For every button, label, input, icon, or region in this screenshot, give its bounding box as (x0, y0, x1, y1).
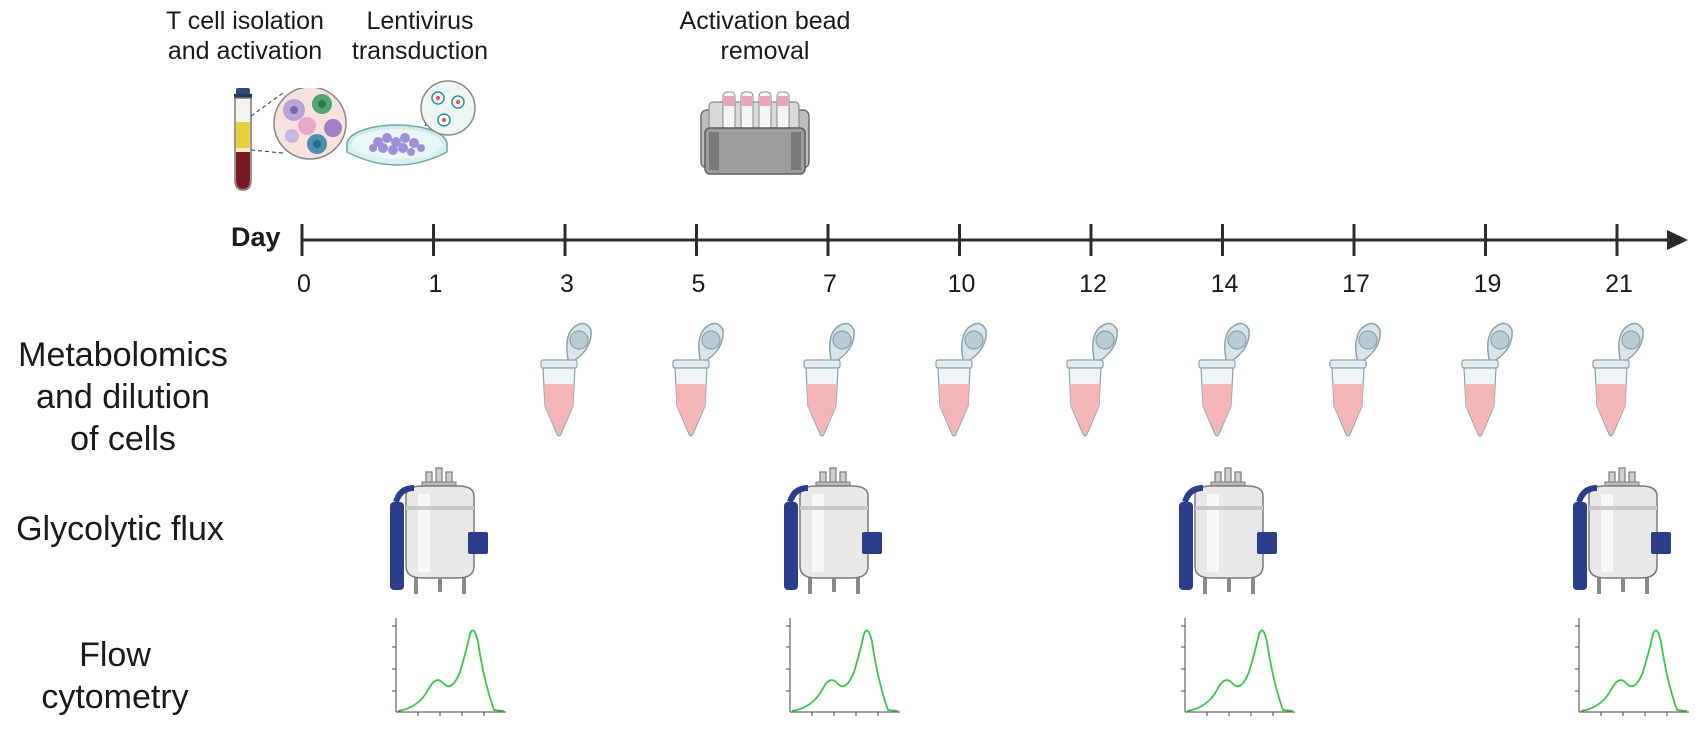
timeline-tick-label: 17 (1342, 270, 1370, 298)
bioreactor-icon (1171, 466, 1283, 600)
bioreactor-icon (776, 466, 888, 600)
event-label-line: and activation (167, 37, 323, 65)
timeline-tick-label: 7 (823, 270, 837, 298)
magnetic-separator-icon (700, 91, 810, 175)
blood-tube-icon (234, 88, 347, 191)
row-label-glycolytic-flux: Glycolytic flux (0, 508, 240, 550)
event-label-line: transduction (351, 37, 489, 65)
timeline-tick-label: 10 (947, 270, 976, 298)
timeline-arrowhead (1667, 230, 1688, 250)
timeline-tick-label: 19 (1473, 270, 1502, 298)
row-label-line: and dilution (36, 378, 210, 416)
microcentrifuge-tube-icon (1059, 320, 1123, 440)
timeline-tick-label: 3 (560, 270, 574, 298)
timeline-tick-label: 5 (691, 270, 706, 298)
timeline-axis-label: Day (231, 222, 281, 252)
timeline-tick-label: 14 (1210, 270, 1239, 298)
event-label-tcell: T cell isolation and activation (160, 6, 330, 66)
histogram-icon (1557, 612, 1693, 730)
row-label-line: cytometry (41, 678, 189, 716)
histogram-icon (374, 612, 510, 730)
microcentrifuge-tube-icon (1191, 320, 1255, 440)
row-label-line: of cells (70, 420, 176, 458)
timeline-tick-label: 1 (428, 270, 443, 298)
event-label-bead-removal: Activation bead removal (655, 6, 875, 66)
petri-dish-icon (346, 80, 476, 166)
row-label-metabolomics: Metabolomics and dilution of cells (0, 334, 246, 460)
histogram-icon (768, 612, 904, 730)
microcentrifuge-tube-icon (1322, 320, 1386, 440)
histogram-icon (1163, 612, 1299, 730)
timeline-tick-label: 21 (1605, 270, 1633, 298)
bioreactor-icon (1565, 466, 1677, 600)
event-label-line: removal (720, 37, 810, 65)
microcentrifuge-tube-icon (1585, 320, 1649, 440)
row-label-line: Glycolytic flux (16, 510, 224, 548)
microcentrifuge-tube-icon (1454, 320, 1518, 440)
timeline-tick-label: 0 (297, 270, 311, 298)
event-label-line: Lentivirus (366, 7, 474, 35)
microcentrifuge-tube-icon (533, 320, 597, 440)
event-label-line: T cell isolation (166, 7, 324, 35)
row-label-line: Flow (79, 636, 151, 674)
row-label-line: Metabolomics (18, 336, 228, 374)
timeline-tick-label: 12 (1079, 270, 1107, 298)
microcentrifuge-tube-icon (928, 320, 992, 440)
microcentrifuge-tube-icon (796, 320, 860, 440)
bioreactor-icon (382, 466, 494, 600)
row-label-flow-cytometry: Flow cytometry (0, 634, 230, 718)
event-label-line: Activation bead (679, 7, 851, 35)
event-label-lentivirus: Lentivirus transduction (345, 6, 495, 66)
microcentrifuge-tube-icon (665, 320, 729, 440)
